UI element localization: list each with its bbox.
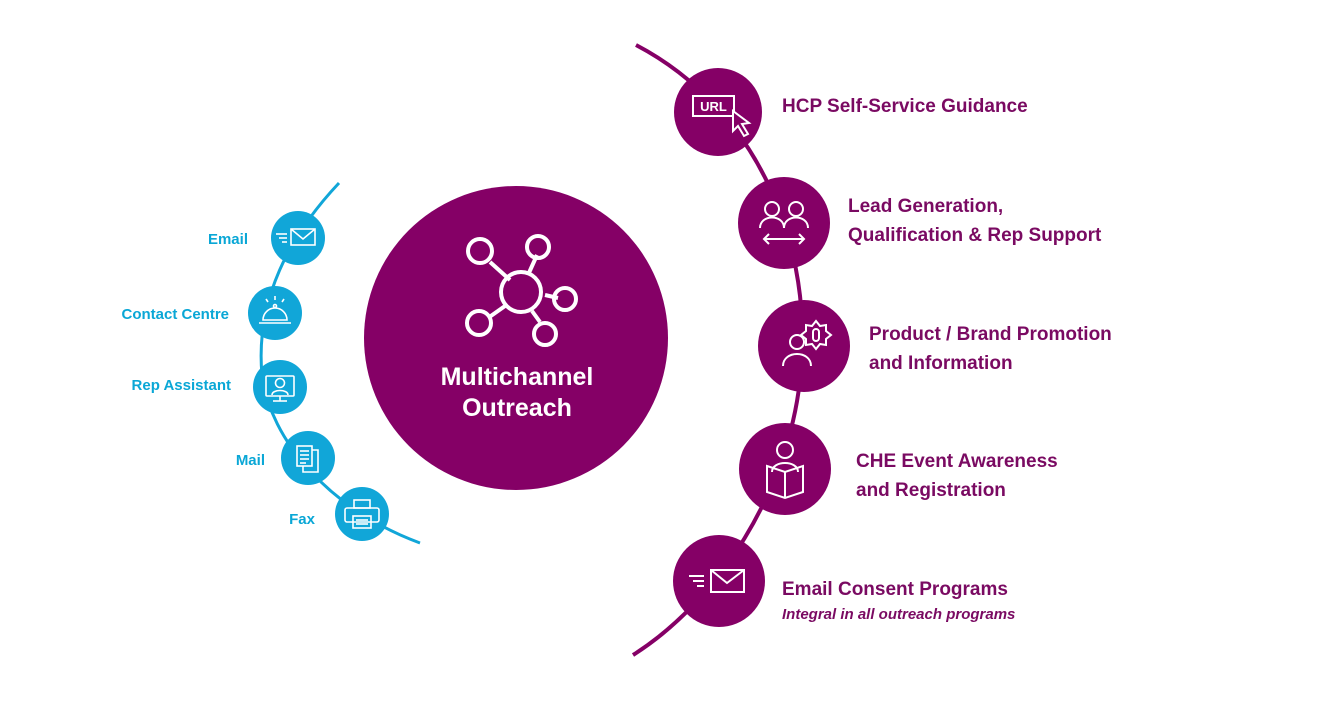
service-label-line1: Lead Generation, [848, 196, 1004, 217]
service-bell-icon [259, 296, 291, 324]
hub-title-line2: Outreach [462, 394, 572, 422]
service-label-subtitle: Integral in all outreach programs [782, 606, 1016, 623]
service-label-hcp: HCP Self-Service Guidance [782, 92, 1028, 121]
channel-circle [335, 487, 389, 541]
service-label-line1: Product / Brand Promotion [869, 324, 1112, 345]
service-node-email-consent [673, 535, 765, 627]
service-label-line2: and Registration [856, 480, 1006, 501]
service-label-email-consent: Email Consent Programs Integral in all o… [782, 575, 1015, 626]
channel-node-email [271, 211, 325, 265]
service-label-che: CHE Event Awareness and Registration [856, 447, 1058, 505]
service-circle [674, 68, 762, 156]
service-node-che [739, 423, 831, 515]
people-exchange-icon [759, 201, 809, 245]
channel-label-contact-centre: Contact Centre [121, 306, 229, 323]
person-reading-icon [766, 441, 804, 500]
channel-node-mail [281, 431, 335, 485]
svg-text:URL: URL [700, 99, 727, 114]
service-label-lead: Lead Generation, Qualification & Rep Sup… [848, 192, 1101, 250]
service-label-line1: HCP Self-Service Guidance [782, 96, 1028, 117]
network-hub-icon [465, 234, 578, 347]
hub-title: Multichannel Outreach [366, 362, 668, 424]
service-node-lead [738, 177, 830, 269]
hub-circle [364, 186, 668, 490]
service-circle [673, 535, 765, 627]
channel-node-fax [335, 487, 389, 541]
service-circle [758, 300, 850, 392]
url-click-icon: URL [692, 95, 752, 138]
email-icon [689, 569, 745, 593]
channel-circle [281, 431, 335, 485]
channel-label-fax: Fax [289, 511, 315, 528]
channel-node-contact-centre [248, 286, 302, 340]
service-node-hcp: URL [674, 68, 762, 156]
hub-title-line1: Multichannel [440, 363, 594, 391]
service-label-line1: CHE Event Awareness [856, 451, 1058, 472]
channel-node-rep-assistant [253, 360, 307, 414]
service-circle [738, 177, 830, 269]
channel-circle [271, 211, 325, 265]
service-circle [739, 423, 831, 515]
channel-label-mail: Mail [235, 452, 265, 469]
video-rep-icon [265, 375, 295, 402]
channel-label-rep-assistant: Rep Assistant [131, 377, 231, 394]
hub [364, 186, 668, 490]
service-label-line2: and Information [869, 353, 1013, 374]
printer-icon [344, 499, 380, 529]
service-label-line2: Qualification & Rep Support [848, 225, 1102, 246]
documents-icon [296, 445, 319, 473]
channel-label-email: Email [207, 231, 248, 248]
person-badge-icon [782, 319, 833, 367]
service-node-product [758, 300, 850, 392]
service-label-product: Product / Brand Promotion and Informatio… [869, 320, 1112, 378]
channel-circle [248, 286, 302, 340]
service-label-line1: Email Consent Programs [782, 579, 1008, 600]
email-icon [276, 228, 316, 246]
